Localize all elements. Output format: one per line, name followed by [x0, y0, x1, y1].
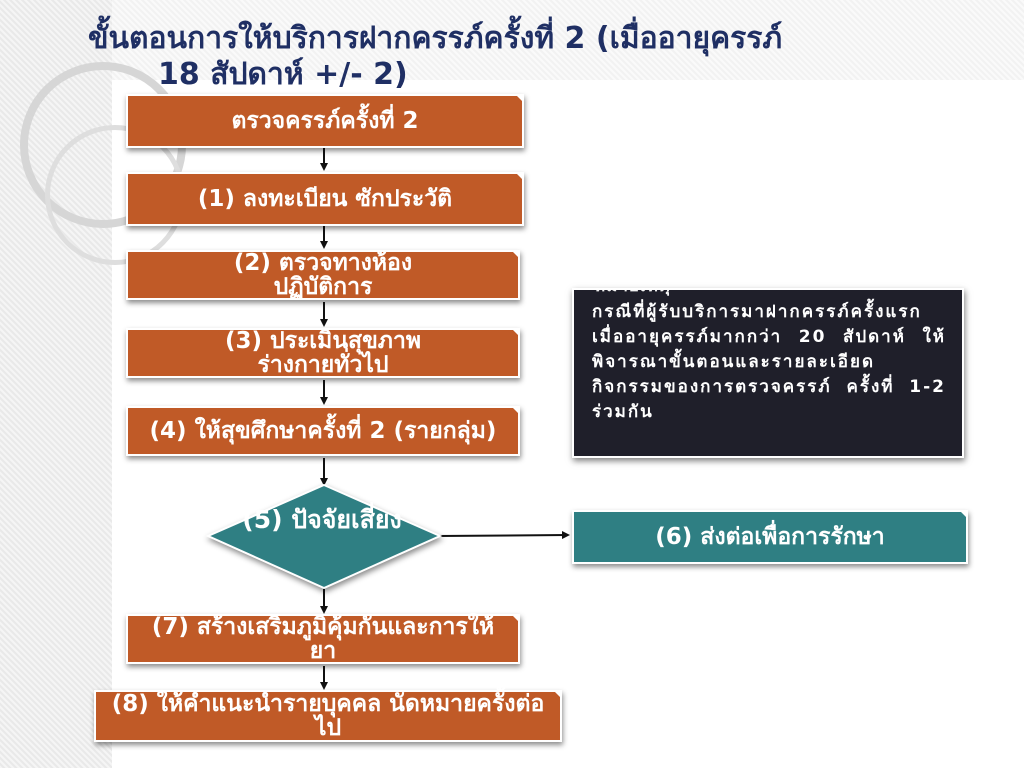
note-title: หมายเหตุ — [594, 290, 671, 299]
step-4-label: (4) ให้สุขศึกษาครั้งที่ 2 (รายกลุ่ม) — [149, 417, 497, 444]
step-1: (1) ลงทะเบียน ซักประวัติ — [126, 172, 524, 226]
decision-diamond — [205, 483, 443, 590]
step-4: (4) ให้สุขศึกษาครั้งที่ 2 (รายกลุ่ม) — [126, 406, 520, 456]
step-2-label: (2) ตรวจทางห้องปฏิบัติการ — [233, 249, 413, 300]
step-2: (2) ตรวจทางห้องปฏิบัติการ — [126, 250, 520, 300]
arrow-5-to-6 — [437, 531, 570, 540]
page-title-line-2: 18 สัปดาห์ +/- 2) — [158, 57, 408, 92]
header-texture — [0, 0, 1024, 80]
page-title-line-1: ขั้นตอนการให้บริการฝากครรภ์ครั้งที่ 2 (เ… — [88, 21, 783, 56]
page-title: ขั้นตอนการให้บริการฝากครรภ์ครั้งที่ 2 (เ… — [60, 18, 1000, 96]
step-start-label: ตรวจครรภ์ครั้งที่ 2 — [231, 107, 419, 134]
step-3-label: (3) ประเมินสุขภาพร่างกายทั่วไป — [224, 327, 422, 378]
note-box: หมายเหตุ กรณีที่ผู้รับบริการมาฝากครรภ์คร… — [572, 288, 964, 458]
step-7: (7) สร้างเสริมภูมิคุ้มกันและการให้ยา — [126, 614, 520, 664]
note-body: กรณีที่ผู้รับบริการมาฝากครรภ์ครั้งแรกเมื… — [592, 302, 946, 422]
step-3: (3) ประเมินสุขภาพร่างกายทั่วไป — [126, 328, 520, 378]
step-6-label: (6) ส่งต่อเพื่อการรักษา — [655, 523, 885, 550]
step-5-label: (5) ปัจจัยเสี่ยง — [242, 505, 402, 534]
step-1-label: (1) ลงทะเบียน ซักประวัติ — [197, 185, 453, 212]
step-start: ตรวจครรภ์ครั้งที่ 2 — [126, 94, 524, 148]
step-8-label: (8) ให้คำแนะนำรายบุคคล นัดหมายครั้งต่อไป — [111, 690, 545, 741]
step-8: (8) ให้คำแนะนำรายบุคคล นัดหมายครั้งต่อไป — [94, 690, 562, 742]
step-6: (6) ส่งต่อเพื่อการรักษา — [572, 510, 968, 564]
step-7-label: (7) สร้างเสริมภูมิคุ้มกันและการให้ยา — [151, 613, 495, 664]
